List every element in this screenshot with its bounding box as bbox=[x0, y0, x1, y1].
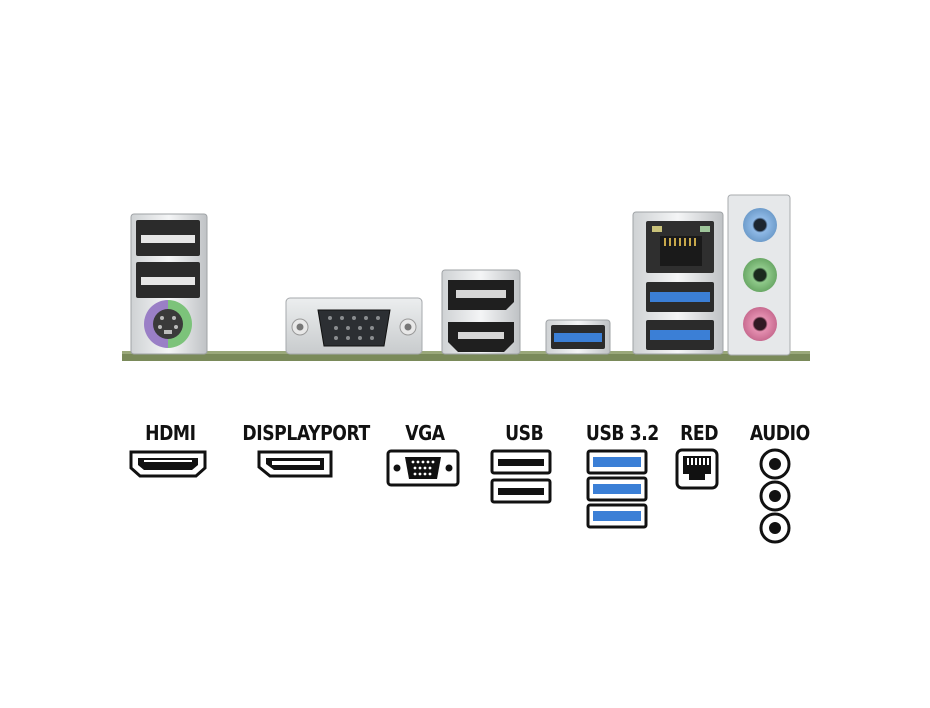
audio-jack-stack bbox=[727, 194, 791, 356]
motherboard-io-photo bbox=[122, 194, 810, 361]
label-vga: VGA bbox=[405, 421, 445, 445]
displayport-icon bbox=[257, 450, 333, 478]
usb3-icon bbox=[586, 449, 648, 529]
audio-jack-icon bbox=[759, 448, 791, 544]
label-hdmi: HDMI bbox=[145, 421, 196, 445]
vga-port bbox=[285, 297, 423, 355]
dp-hdmi-stack bbox=[441, 269, 521, 355]
ethernet-icon bbox=[675, 448, 719, 490]
label-usb32: USB 3.2 bbox=[585, 421, 659, 445]
label-displayport: DISPLAYPORT bbox=[242, 421, 370, 445]
hdmi-icon bbox=[129, 450, 207, 478]
vga-icon bbox=[386, 449, 460, 487]
usb-icon bbox=[490, 449, 552, 504]
label-red: RED bbox=[680, 421, 719, 445]
label-usb: USB bbox=[505, 421, 544, 445]
usb3-port bbox=[545, 319, 611, 355]
lan-usb3-stack bbox=[632, 211, 724, 355]
usb2-ps2-stack bbox=[130, 213, 208, 355]
label-audio: AUDIO bbox=[749, 421, 810, 445]
